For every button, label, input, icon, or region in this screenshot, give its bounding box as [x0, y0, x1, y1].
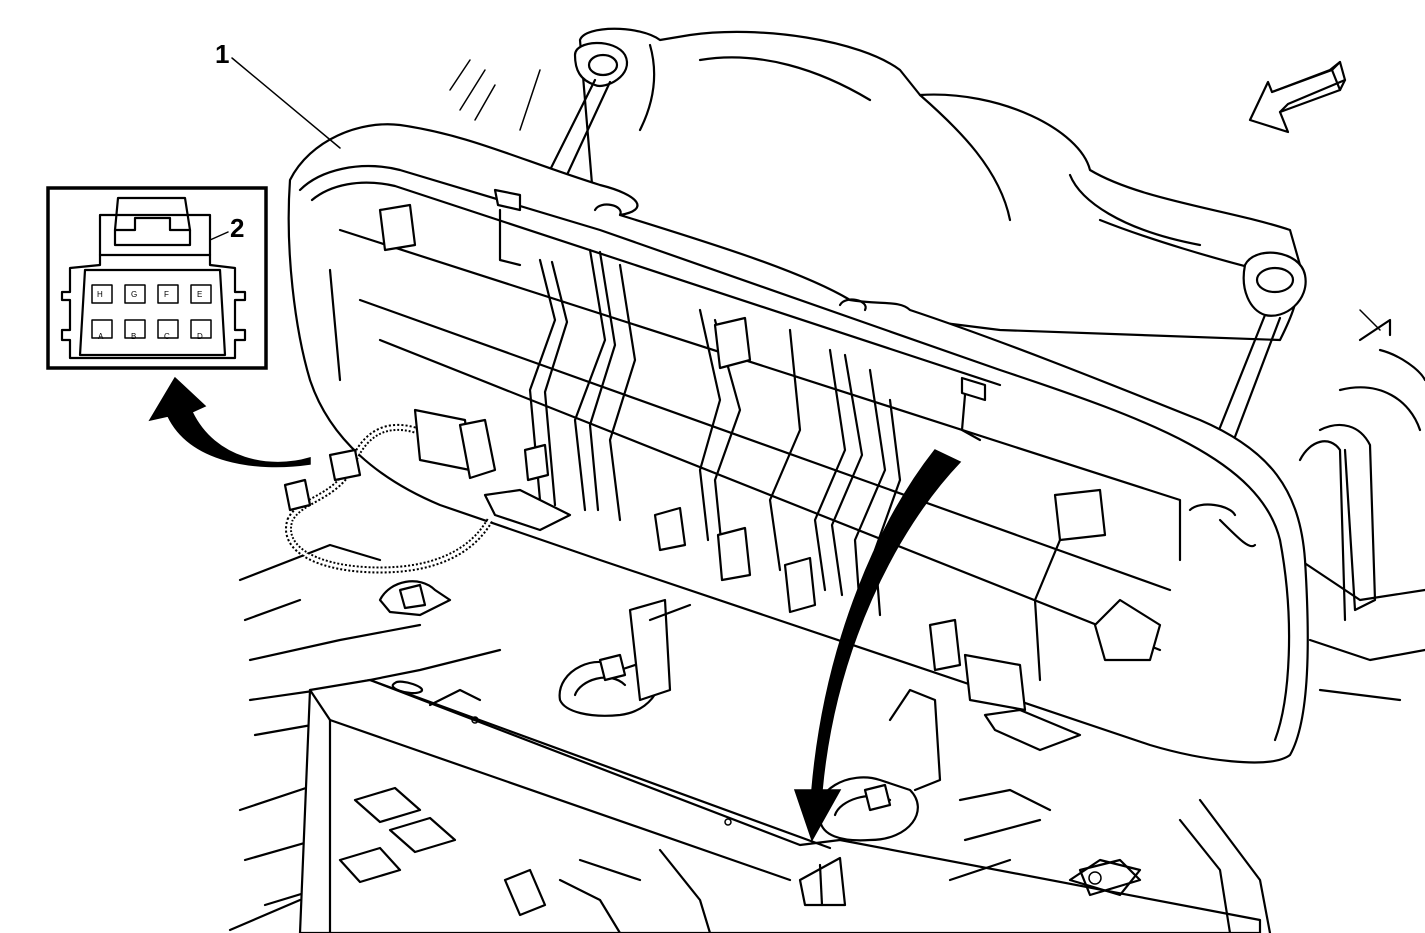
- pin-row-bottom: A B C D: [91, 319, 212, 341]
- callout-1-label: 1: [215, 39, 229, 69]
- seat-anchors: [378, 318, 1425, 897]
- pin-label-c: C: [164, 332, 170, 341]
- pin-label-h: H: [97, 290, 103, 299]
- wiring-harness: [283, 423, 494, 574]
- pin-label-a: A: [98, 332, 104, 341]
- curved-arrow-down-icon: [793, 449, 962, 842]
- pin-label-b: B: [131, 332, 136, 341]
- pin-label-f: F: [164, 290, 169, 299]
- callout-2-label: 2: [230, 213, 244, 243]
- callout-1: 1: [215, 39, 341, 149]
- pin-row-top: H G F E: [91, 284, 212, 304]
- pin-label-e: E: [197, 290, 202, 299]
- curved-arrow-to-inset-icon: [148, 376, 311, 468]
- pin-label-g: G: [131, 290, 137, 299]
- pin-label-d: D: [197, 332, 203, 341]
- vehicle-floor: [228, 543, 1425, 933]
- view-direction-arrow-icon: [1248, 60, 1347, 134]
- connector-inset: H G F E A B C D 2: [46, 186, 268, 370]
- seat-cushion-frame: [287, 123, 1309, 764]
